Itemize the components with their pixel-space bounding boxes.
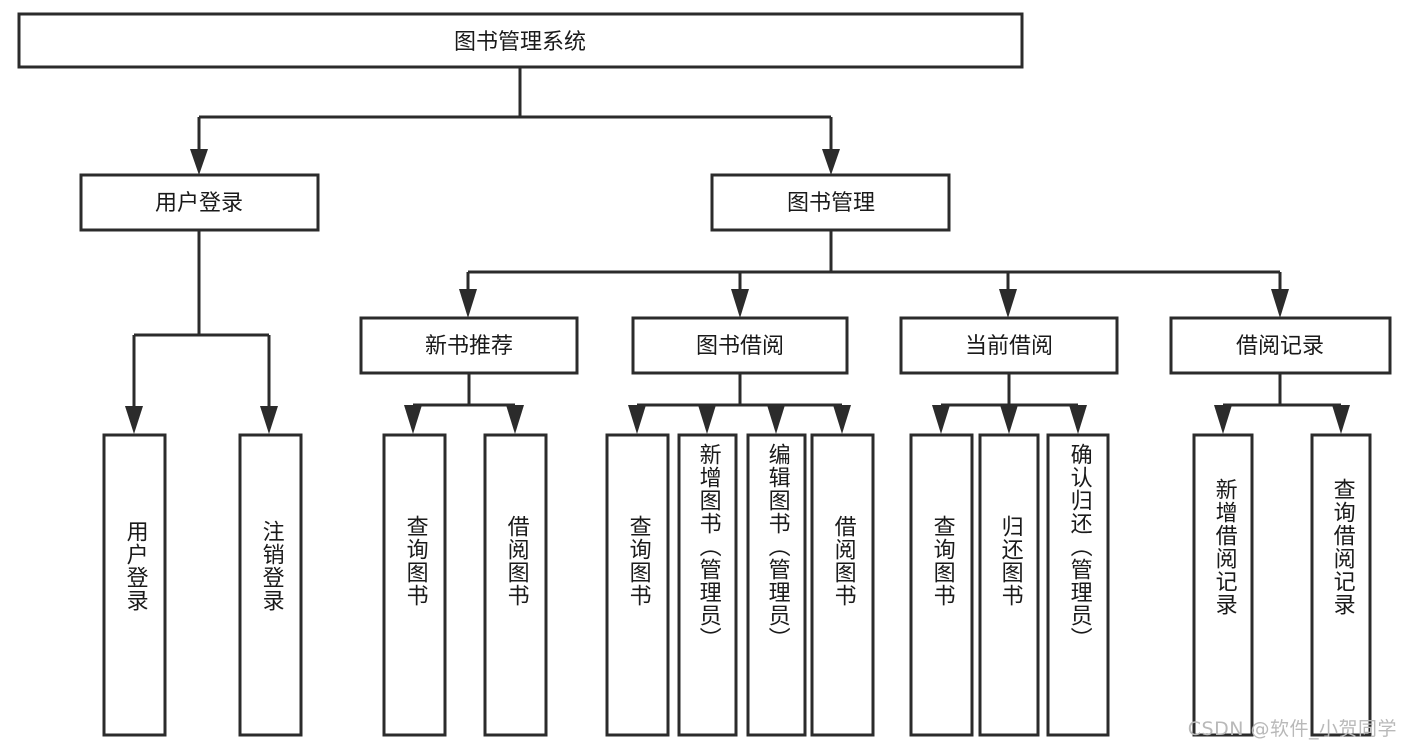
leaf-query-book-1[interactable] <box>382 433 447 737</box>
node-new-book-recommend-label: 新书推荐 <box>425 334 513 359</box>
leaf-return-book[interactable] <box>978 433 1040 737</box>
leaf-query-book-3[interactable] <box>909 433 974 737</box>
node-root-system[interactable]: 图书管理系统 <box>17 12 1024 69</box>
node-book-management-label: 图书管理 <box>787 191 875 216</box>
arrow-head-icon <box>822 149 840 175</box>
arrow-head-icon <box>698 405 716 434</box>
node-book-borrow[interactable]: 图书借阅 <box>631 316 849 375</box>
node-borrow-record-label: 借阅记录 <box>1236 334 1324 359</box>
node-root-system-rect <box>17 12 1024 69</box>
edge-book-management-to-level3 <box>459 230 1289 318</box>
arrow-head-icon <box>404 405 422 434</box>
arrow-head-icon <box>459 289 477 318</box>
arrow-head-icon <box>260 406 278 434</box>
node-book-borrow-label: 图书借阅 <box>696 334 784 359</box>
node-user-login[interactable]: 用户登录 <box>79 173 320 232</box>
edge-borrow-record-to-leaves <box>1214 373 1350 434</box>
arrow-head-icon <box>767 405 785 434</box>
node-current-borrow-label: 当前借阅 <box>965 334 1053 359</box>
node-borrow-record[interactable]: 借阅记录 <box>1169 316 1392 375</box>
leaf-query-borrow-record[interactable] <box>1310 433 1372 737</box>
arrow-head-icon <box>190 149 208 175</box>
node-current-borrow[interactable]: 当前借阅 <box>899 316 1119 375</box>
leaf-borrow-book-2[interactable] <box>810 433 875 737</box>
arrow-head-icon <box>731 289 749 318</box>
edge-new-book-recommend-to-leaves <box>404 373 524 434</box>
arrow-head-icon <box>1000 405 1018 434</box>
arrow-head-icon <box>1271 289 1289 318</box>
node-book-management[interactable]: 图书管理 <box>710 173 951 232</box>
edge-current-borrow-to-leaves <box>932 373 1087 434</box>
arrow-head-icon <box>125 406 143 434</box>
edge-root-to-level2 <box>190 67 840 175</box>
node-new-book-recommend[interactable]: 新书推荐 <box>359 316 579 375</box>
edge-user-login-to-leaves <box>125 230 278 434</box>
node-new-book-recommend-rect <box>359 316 579 375</box>
node-user-login-label: 用户登录 <box>155 191 243 216</box>
watermark-text: CSDN @软件_小贺同学 <box>1187 718 1397 740</box>
arrow-head-icon <box>628 405 646 434</box>
arrow-head-icon <box>506 405 524 434</box>
arrow-head-icon <box>1332 405 1350 434</box>
edge-book-borrow-to-leaves <box>628 373 851 434</box>
arrow-head-icon <box>932 405 950 434</box>
node-current-borrow-rect <box>899 316 1119 375</box>
arrow-head-icon <box>1069 405 1087 434</box>
leaf-add-borrow-record[interactable] <box>1192 433 1254 737</box>
leaf-logout[interactable] <box>238 433 303 737</box>
leaf-borrow-book-1[interactable] <box>483 433 548 737</box>
leaf-edit-book-admin[interactable] <box>746 433 807 737</box>
arrow-head-icon <box>833 405 851 434</box>
node-root-system-label: 图书管理系统 <box>454 30 586 55</box>
arrow-head-icon <box>1214 405 1232 434</box>
leaf-confirm-return-admin[interactable] <box>1046 433 1110 737</box>
leaf-add-book-admin[interactable] <box>677 433 738 737</box>
arrow-head-icon <box>999 289 1017 318</box>
leaf-query-book-2[interactable] <box>605 433 670 737</box>
leaf-user-login[interactable] <box>102 433 167 737</box>
